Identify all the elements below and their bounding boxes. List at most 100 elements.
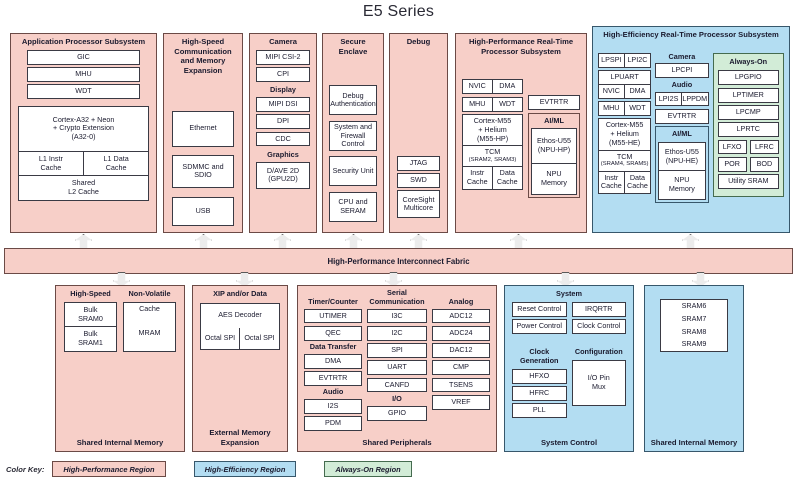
box-dma: DMA [624,83,652,99]
data-line2: Cache [496,177,518,187]
box-mipi-dsi: MIPI DSI [255,97,311,112]
connector-arrow-debug [410,234,427,249]
npumem-line1: NPU [674,175,690,185]
box-sram6: SRAM6 [659,299,729,314]
box-cmp: CMP [431,360,490,376]
page-title: E5 Series [362,3,435,20]
box-lptimer: LPTIMER [717,87,779,103]
tcm-label: TCM [616,151,633,161]
box-gic: GIC [27,49,140,65]
box-irqrtr: IRQRTR [571,301,626,317]
color-key-always-on: Always-On Region [324,461,412,477]
box-l1-instr-cache: L1 Instr Cache [19,151,84,176]
block-high-efficiency-real-time-processor-subsystem: High-Efficiency Real-Time Processor Subs… [592,26,790,233]
box-mhu: MHU [598,101,625,116]
box-octal-spi-2: Octal SPI [240,327,280,350]
box-tsens: TSENS [431,377,490,393]
box-mram: MRAM [123,315,176,352]
npu-line2: (NPU-HE) [665,155,699,165]
cpu-line1: Cortex-M55 [605,120,644,130]
box-lfxo: LFXO [717,139,747,155]
block-always-on: Always-On LPGPIO LPTIMER LPCMP LPRTC LFX… [712,52,784,198]
box-npu-memory-hp: NPU Memory [531,164,577,195]
box-lpcmp: LPCMP [717,105,779,120]
box-io-pin-mux: I/O Pin Mux [571,360,626,406]
block-high-performance-real-time-processor-subsystem: High-Performance Real-Time Processor Sub… [455,33,587,233]
connector-arrow-camera [274,234,291,249]
cpu-line2: + Helium [478,124,507,134]
box-usb: USB [172,197,234,226]
box-spi: SPI [367,343,427,358]
block-shared-internal-memory-he: SRAM6 SRAM7 SRAM8 SRAM9 Shared Internal … [644,285,744,452]
box-tcm: TCM (SRAM2, SRAM3) [462,146,524,168]
box-sram8: SRAM8 [659,325,729,340]
box-ethos-u55-hp: Ethos-U55 (NPU-HP) [531,128,577,165]
block-system-control: System Reset Control Power Control IRQRT… [504,285,634,452]
box-l1-data-cache: L1 Data Cache [84,152,148,176]
box-adc12: ADC12 [431,308,490,324]
box-qec: QEC [304,325,363,341]
npu-line1: Ethos-U55 [664,146,699,156]
block-ai-ml-hp: AI/ML Ethos-U55 (NPU-HP) NPU Memory [528,112,580,198]
box-debug-authentication: Debug Authentication [328,85,378,116]
iopin-line2: Mux [591,381,606,391]
instr-line1: Instr [604,172,619,182]
box-lfrc: LFRC [749,139,779,155]
block-label: Shared Internal Memory [76,438,164,447]
always-on-title: Always-On [729,56,768,66]
box-octal-spi-1: Octal SPI [200,327,240,350]
configuration-title: Configuration [574,347,623,357]
box-pdm: PDM [304,416,363,432]
camera-title: Camera [668,51,696,61]
graphics-line2: (GPU2D) [268,174,298,184]
box-tcm: TCM (SRAM4, SRAM5) [598,150,652,172]
clock-generation-title: Clock Generation [519,347,559,366]
box-mhu: MHU [462,96,493,112]
block-debug: Debug JTAG SWD CoreSight Multicore [389,33,448,233]
box-dma: DMA [492,79,524,95]
connector-arrow-app [75,234,92,249]
block-label: External Memory Expansion [209,428,271,447]
communication-title: Communication [369,296,425,306]
box-cortex-m55-hp: Cortex-M55 + Helium (M55-HP) [462,114,524,147]
box-cdc: CDC [255,131,311,147]
box-clock-control: Clock Control [571,319,626,334]
connector-arrow-hprt [510,234,527,249]
box-aes-decoder: AES Decoder [200,302,280,329]
graphics-title: Graphics [267,149,299,159]
l1i-line2: Cache [40,162,62,172]
block-shared-internal-memory: High-Speed Bulk SRAM0 Bulk SRAM1 Non-Vol… [55,285,185,452]
box-coresight-multicore: CoreSight Multicore [396,190,441,219]
box-evtrtr: EVTRTR [528,95,580,111]
color-key-label: Color Key: [6,464,45,474]
box-data-cache: Data Cache [492,167,524,190]
box-evtrtr: EVTRTR [655,108,709,124]
box-cpi: CPI [255,67,311,82]
block-camera-display-graphics: Camera MIPI CSI-2 CPI Display MIPI DSI D… [249,33,317,233]
block-title: Application Processor Subsystem [21,37,146,46]
box-bulk-sram1: Bulk SRAM1 [64,327,117,352]
npumem-line1: NPU [546,169,562,179]
box-i2c: I2C [367,325,427,341]
block-secure-enclave: Secure Enclave Debug Authentication Syst… [322,33,384,233]
iopin-line1: I/O Pin [587,373,610,383]
box-wdt: WDT [27,84,140,100]
box-bod: BOD [749,156,779,172]
high-performance-interconnect-fabric: High-Performance Interconnect Fabric [4,248,793,274]
box-sdmmc-sdio: SDMMC and SDIO [172,155,234,188]
block-external-memory-expansion: XIP and/or Data AES Decoder Octal SPI Oc… [192,285,288,452]
box-lpspi: LPSPI [598,52,625,68]
block-label: System Control [540,438,598,447]
color-key-high-efficiency: High-Efficiency Region [193,461,297,477]
block-shared-peripherals: Serial Timer/Counter UTIMER QEC Data Tra… [297,285,497,452]
box-swd: SWD [396,173,441,188]
block-title: High-Performance Real-Time Processor Sub… [468,37,574,56]
data-transfer-title: Data Transfer [309,342,357,352]
block-application-processor-subsystem: Application Processor Subsystem GIC MHU … [10,33,157,233]
data-line1: Data [499,168,515,178]
box-dac12: DAC12 [431,343,490,358]
box-nvic: NVIC [598,83,625,99]
cpu-line3: (M55-HE) [609,137,641,147]
box-mhu: MHU [27,67,140,82]
camera-title: Camera [269,37,297,46]
